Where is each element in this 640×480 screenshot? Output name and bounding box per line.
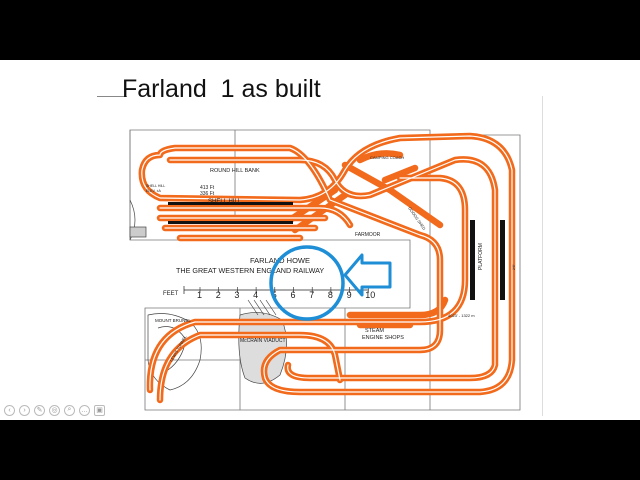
scale-label: 8	[328, 290, 333, 300]
label-length-right: 4023' - 1322 m	[448, 313, 475, 318]
label-steam: STEAM	[365, 328, 384, 334]
scale-label: 10	[365, 290, 375, 300]
slide-title: Farland 1 as built	[122, 75, 321, 103]
scale-label: 2	[216, 290, 221, 300]
scale-label: 7	[309, 290, 314, 300]
pen-icon[interactable]: ✎	[34, 404, 45, 416]
label-lewis-tunnel: LEWIS TUNNEL	[169, 334, 188, 363]
label-length-b: 336 Ft	[200, 191, 215, 197]
title-rule	[97, 96, 127, 97]
scale-label: 4	[253, 290, 258, 300]
track-plan: ROUND HILL BANK SHELL HILL ELEV. ±A 413 …	[129, 129, 521, 411]
highlight-arrow	[343, 253, 392, 297]
scale-label: 9	[347, 290, 352, 300]
scale-bar	[183, 286, 368, 294]
search-icon[interactable]: ⌕	[64, 404, 75, 416]
label-farmoor: FARMOOR	[355, 232, 381, 238]
label-railway-name: THE GREAT WESTERN ENGLAND RAILWAY	[176, 266, 324, 275]
label-length-a: 413 Ft	[200, 185, 215, 191]
label-platform: PLATFORM	[478, 243, 484, 270]
label-feet: FEET	[163, 291, 179, 297]
highlight-circle	[269, 245, 345, 321]
track-network	[138, 132, 516, 404]
platforms	[168, 202, 505, 300]
scale-label: 6	[291, 290, 296, 300]
label-fiddle: 2'6"	[512, 263, 516, 270]
label-elev: ELEV. ±A	[146, 189, 161, 193]
label-shell-hill-small: SHELL HILL	[146, 184, 165, 188]
scale-label: 1	[197, 290, 202, 300]
label-mount-brunel: MOUNT BRUNEL	[155, 318, 191, 323]
slide: Farland 1 as built	[0, 60, 640, 420]
camera-icon[interactable]: ▣	[94, 404, 105, 416]
label-mccrain-viaduct: McCRAIN VIADUCT	[240, 338, 286, 344]
viaduct-hatch	[247, 299, 277, 316]
slide-edge-rule	[542, 96, 543, 416]
label-engine-shops: ENGINE SHOPS	[362, 335, 404, 341]
label-camping-coach: CAMPING COACH	[370, 155, 404, 160]
label-shell-hill: SHELL HILL	[208, 199, 242, 205]
more-icon[interactable]: …	[79, 404, 90, 416]
prev-icon[interactable]: ‹	[4, 404, 15, 416]
scale-label: 3	[234, 290, 239, 300]
view-icon[interactable]: ◎	[49, 404, 60, 416]
next-icon[interactable]: ›	[19, 404, 30, 416]
terrain	[129, 199, 287, 391]
label-round-hill-bank: ROUND HILL BANK	[210, 168, 260, 174]
slide-toolbar: ‹ › ✎ ◎ ⌕ … ▣	[4, 403, 105, 417]
